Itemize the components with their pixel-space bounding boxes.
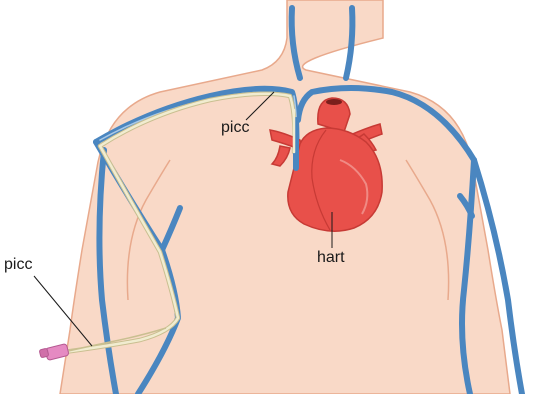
picc-connector-cap (39, 348, 49, 358)
picc-upper-label: picc (221, 120, 249, 136)
aorta-opening (326, 99, 342, 105)
heart (288, 128, 382, 231)
heart-label: hart (317, 250, 345, 266)
picc-lower-label: picc (4, 257, 32, 273)
